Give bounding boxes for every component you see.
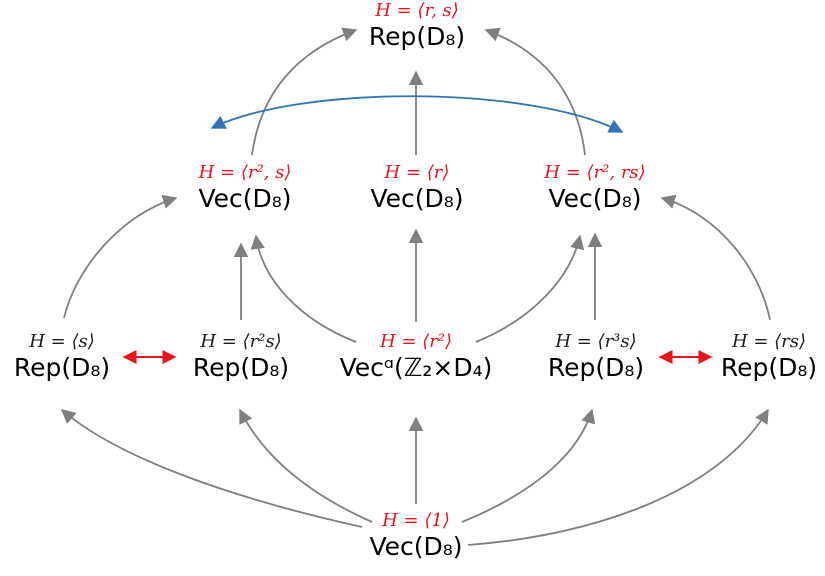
node-bottom: H = ⟨1⟩ Vec(D₈)	[369, 510, 462, 562]
category-label: Vec(D₈)	[198, 184, 292, 213]
node-low-2: H = ⟨r²s⟩ Rep(D₈)	[193, 331, 289, 383]
category-label: Rep(D₈)	[192, 353, 290, 382]
category-label: Vec(D₈)	[369, 532, 463, 561]
category-label: Vec(D₈)	[370, 184, 464, 213]
arrow-mid-right-to-top	[484, 27, 586, 156]
subgroup-label: H = ⟨r², s⟩	[198, 162, 292, 183]
category-label: Rep(D₈)	[547, 353, 645, 382]
category-label: Rep(D₈)	[13, 353, 111, 382]
subgroup-label: H = ⟨rs⟩	[731, 331, 807, 352]
node-low-5: H = ⟨rs⟩ Rep(D₈)	[721, 331, 817, 383]
node-top: H = ⟨r, s⟩ Rep(D₈)	[369, 0, 465, 52]
category-label: Rep(D₈)	[720, 353, 818, 382]
node-mid-right: H = ⟨r², rs⟩ Vec(D₈)	[544, 162, 645, 214]
node-mid-left: H = ⟨r², s⟩ Vec(D₈)	[198, 162, 291, 214]
category-label: Vecᵅ(ℤ₂×D₄)	[339, 353, 493, 382]
subgroup-label: H = ⟨r²⟩	[379, 331, 453, 352]
subgroup-label: H = ⟨s⟩	[29, 331, 95, 352]
node-mid-center: H = ⟨r⟩ Vec(D₈)	[370, 162, 463, 214]
node-low-1: H = ⟨s⟩ Rep(D₈)	[14, 331, 110, 383]
subgroup-label: H = ⟨r², rs⟩	[544, 162, 646, 183]
subgroup-label: H = ⟨r, s⟩	[375, 0, 459, 21]
arrow-low-center-to-mid-left	[250, 234, 357, 343]
subgroup-label: H = ⟨r⟩	[384, 162, 450, 183]
subgroup-label: H = ⟨1⟩	[382, 510, 450, 531]
subgroup-label: H = ⟨r²s⟩	[200, 331, 282, 352]
blue-duality-arrow	[210, 95, 624, 133]
arrow-bottom-to-low-5	[467, 408, 769, 546]
arrow-bottom-to-low-2	[239, 408, 373, 523]
arrow-low-5-to-mid-right	[660, 194, 771, 321]
category-label: Rep(D₈)	[368, 22, 466, 51]
arrow-bottom-to-low-4	[461, 408, 596, 523]
arrow-bottom-to-low-1	[60, 409, 363, 528]
arrow-low-1-to-mid-left	[63, 194, 178, 319]
category-label: Vec(D₈)	[548, 184, 642, 213]
node-low-4: H = ⟨r³s⟩ Rep(D₈)	[548, 331, 644, 383]
arrow-low-center-to-mid-right	[475, 234, 585, 343]
subgroup-label: H = ⟨r³s⟩	[555, 331, 637, 352]
node-low-center: H = ⟨r²⟩ Vecᵅ(ℤ₂×D₄)	[340, 331, 493, 383]
arrow-mid-left-to-top	[251, 27, 358, 156]
